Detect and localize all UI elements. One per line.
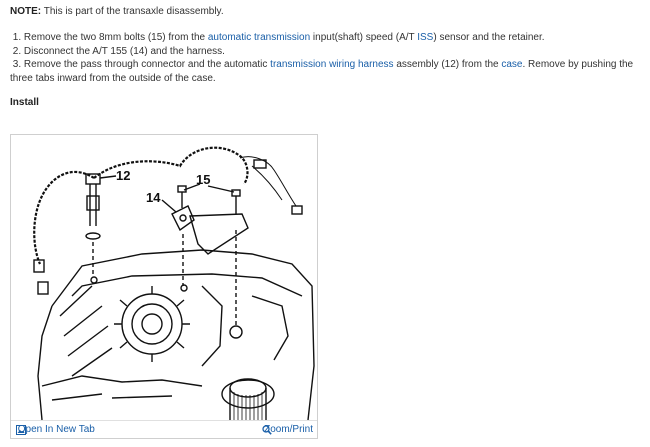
zoom-print-link[interactable]: Zoom/Print [261,424,313,436]
note-label: NOTE: [10,6,42,17]
step-text: input(shaft) speed (A/T [310,32,418,43]
note-text: This is part of the transaxle disassembl… [41,6,224,17]
callout-12: 12 [116,168,130,183]
open-in-new-tab-link[interactable]: Open In New Tab [15,424,95,436]
step-text: ) sensor and the retainer. [433,32,545,43]
install-heading: Install [10,97,39,108]
open-in-new-tab-label: Open In New Tab [17,424,95,435]
callout-15: 15 [196,172,210,187]
link-case[interactable]: case [501,59,523,70]
callout-14: 14 [146,190,161,205]
step-number: 3. [12,59,24,70]
steps-list: 1. Remove the two 8mm bolts (15) from th… [10,31,640,85]
step-3: 3. Remove the pass through connector and… [10,58,640,85]
step-text: Remove the pass through connector and th… [23,59,271,70]
step-text: Disconnect the A/T 155 (14) and the harn… [23,45,225,57]
step-2: 2. Disconnect the A/T 155 (14) and the h… [10,45,640,59]
step-text: . Remove by pushing the three tabs inwar… [10,59,634,84]
step-1: 1. Remove the two 8mm bolts (15) from th… [10,31,640,45]
step-number: 2. [12,45,24,57]
note-paragraph: NOTE: This is part of the transaxle disa… [10,5,640,18]
link-transmission-wiring-harness[interactable]: transmission wiring harness [270,59,394,70]
step-text: Remove the two 8mm bolts (15) from the [23,32,208,43]
step-number: 1. [12,32,24,43]
diagram-figure: 12 14 15 Open In New Tab Zoom/Print [10,134,318,439]
link-automatic-transmission[interactable]: automatic transmission [207,32,311,43]
transaxle-diagram[interactable]: 12 14 15 [12,136,316,420]
figure-footer: Open In New Tab Zoom/Print [11,420,317,438]
step-text: assembly (12) from the [393,59,502,70]
zoom-print-label: Zoom/Print [264,424,313,435]
link-iss[interactable]: ISS [417,32,434,43]
